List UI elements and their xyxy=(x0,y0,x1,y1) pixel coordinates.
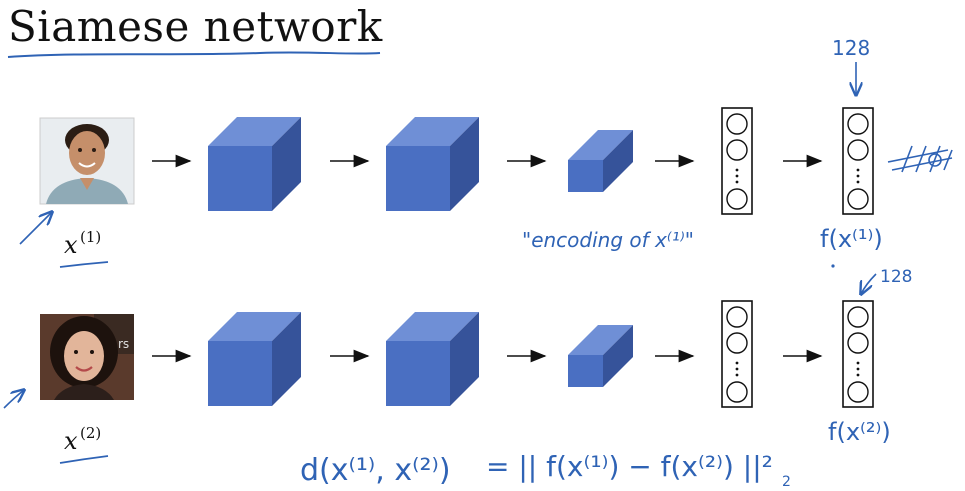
input-underline-r2 xyxy=(59,455,109,464)
distance-formula-lhs: d(x⁽¹⁾, x⁽²⁾) xyxy=(300,453,451,488)
ink-dot xyxy=(831,264,835,268)
conv-block-r1-3 xyxy=(568,130,633,192)
output-label-r1: f(x⁽¹⁾) xyxy=(820,225,883,253)
pointer-arrow-r1 xyxy=(19,212,52,245)
distance-formula-rhs: = || f(x⁽¹⁾) − f(x⁽²⁾) ||² xyxy=(486,450,773,483)
input-superscript-r2: (2) xyxy=(80,424,101,442)
svg-text:rs: rs xyxy=(118,337,129,351)
input-photo-2: rs xyxy=(40,314,134,400)
input-label-r1: x xyxy=(64,231,78,259)
input-photo-1 xyxy=(39,117,135,205)
dimension-label-r1: 128 xyxy=(832,36,870,60)
output-label-r2: f(x⁽²⁾) xyxy=(828,418,891,446)
pointer-arrow-r2 xyxy=(3,390,24,409)
conv-block-r2-2 xyxy=(386,312,479,406)
conv-block-r1-2 xyxy=(386,117,479,211)
input-label-r2: x xyxy=(64,427,78,455)
dimension-arrow-r2 xyxy=(861,273,877,294)
fc-layer-r2 xyxy=(721,300,753,408)
input-superscript-r1: (1) xyxy=(80,228,101,246)
encoding-annotation: "encoding of x⁽¹⁾" xyxy=(522,228,694,252)
conv-block-r2-3 xyxy=(568,325,633,387)
distance-formula-sub: 2 xyxy=(782,474,791,490)
input-underline-r1 xyxy=(59,261,109,268)
crossed-out-scribble xyxy=(887,145,953,173)
title-underline xyxy=(7,51,381,58)
dimension-label-r2: 128 xyxy=(880,267,912,287)
encoding-layer-r1 xyxy=(842,107,874,215)
conv-block-r1-1 xyxy=(208,117,301,211)
slide-title: Siamese network xyxy=(8,2,383,51)
conv-block-r2-1 xyxy=(208,312,301,406)
fc-layer-r1 xyxy=(721,107,753,215)
encoding-layer-r2 xyxy=(842,300,874,408)
